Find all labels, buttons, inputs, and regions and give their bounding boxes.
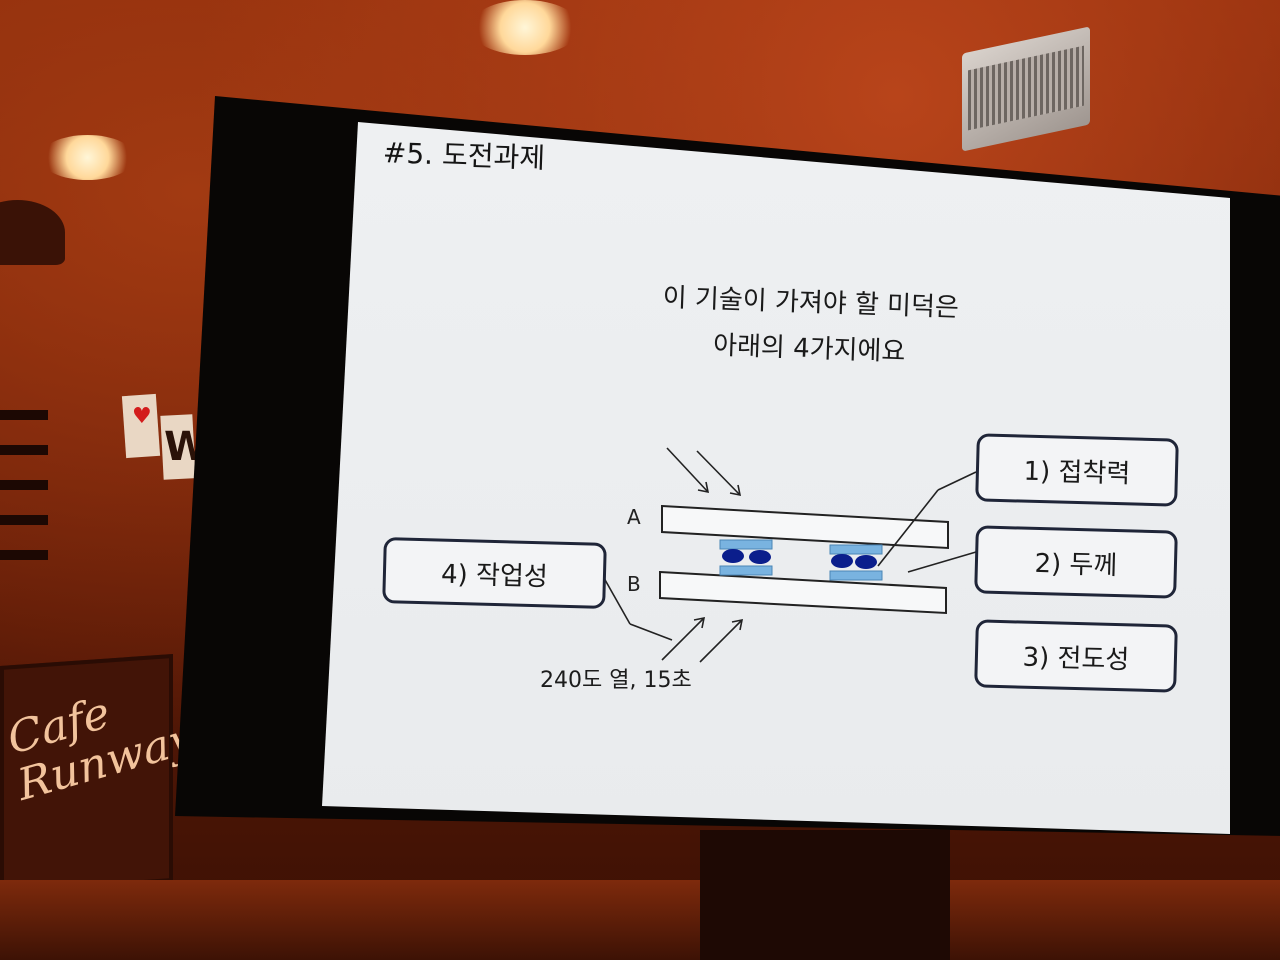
adhesion-box: 1) 접착력 <box>975 433 1179 506</box>
bond-pad <box>830 571 882 580</box>
plate-a-label: A <box>627 505 641 529</box>
conductivity-box: 3) 전도성 <box>974 619 1178 692</box>
thickness-label: 2) 두께 <box>1034 542 1118 581</box>
workability-label: 4) 작업성 <box>441 553 549 593</box>
solder-ball <box>749 550 771 564</box>
leader-lines <box>604 472 976 640</box>
bond-pad <box>830 545 882 554</box>
heat-arrow-bottom <box>662 618 742 662</box>
heat-arrow-top <box>667 448 740 495</box>
solder-ball <box>855 555 877 569</box>
bond-pad <box>720 566 772 575</box>
heat-caption: 240도 열, 15초 <box>540 662 692 694</box>
plate-b <box>660 572 946 613</box>
bond-pad <box>720 540 772 549</box>
plate-a <box>662 506 948 548</box>
thickness-box: 2) 두께 <box>974 525 1178 598</box>
adhesion-label: 1) 접착력 <box>1023 450 1131 490</box>
workability-box: 4) 작업성 <box>382 537 607 609</box>
solder-ball <box>831 554 853 568</box>
solder-ball <box>722 549 744 563</box>
plate-b-label: B <box>627 572 641 596</box>
conductivity-label: 3) 전도성 <box>1022 636 1130 676</box>
